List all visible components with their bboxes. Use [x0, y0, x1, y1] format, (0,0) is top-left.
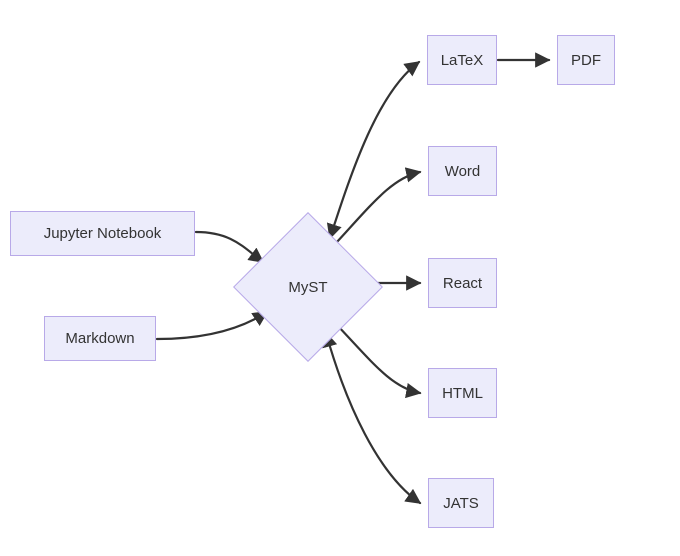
node-myst[interactable]: MyST	[233, 212, 383, 362]
node-latex[interactable]: LaTeX	[427, 35, 497, 85]
node-label: HTML	[442, 384, 483, 402]
node-label: JATS	[443, 494, 479, 512]
edge-myst-word	[334, 167, 422, 245]
node-jats[interactable]: JATS	[428, 478, 494, 528]
node-label: Jupyter Notebook	[43, 225, 162, 242]
node-word[interactable]: Word	[428, 146, 497, 196]
node-label: MyST	[288, 278, 328, 296]
edge-markdown-myst	[155, 310, 269, 341]
node-label: Word	[444, 162, 481, 180]
edge-jupyter-myst	[194, 230, 265, 264]
edge-myst-jats	[322, 331, 422, 505]
node-label: PDF	[571, 51, 601, 69]
node-markdown[interactable]: Markdown	[44, 316, 156, 361]
node-react[interactable]: React	[428, 258, 497, 308]
node-label: React	[442, 274, 483, 292]
node-label: Markdown	[65, 330, 135, 347]
node-pdf[interactable]: PDF	[557, 35, 615, 85]
node-jupyter-notebook[interactable]: Jupyter Notebook	[10, 211, 195, 256]
edge-myst-latex	[326, 60, 421, 240]
node-html[interactable]: HTML	[428, 368, 497, 418]
node-label: LaTeX	[440, 51, 484, 69]
